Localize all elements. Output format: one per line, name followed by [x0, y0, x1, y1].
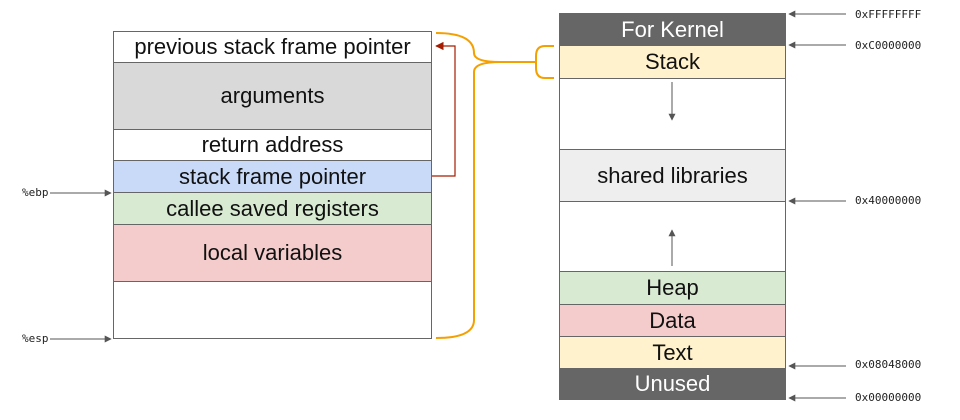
region-heap: Heap	[559, 271, 786, 305]
address-top: 0xFFFFFFFF	[855, 8, 922, 21]
frame-row-stack-frame-pointer: stack frame pointer	[113, 160, 432, 193]
esp-register-label: %esp	[22, 332, 49, 345]
ebp-register-label: %ebp	[22, 186, 49, 199]
frame-row-return-address: return address	[113, 129, 432, 161]
frame-row-prev-frame-pointer: previous stack frame pointer	[113, 31, 432, 63]
frame-pointer-link-arrow	[432, 41, 456, 177]
frame-row-local-variables: local variables	[113, 224, 432, 282]
region-for-kernel: For Kernel	[559, 13, 786, 46]
region-stack: Stack	[559, 45, 786, 79]
frame-row-empty	[113, 281, 432, 339]
region-text: Text	[559, 336, 786, 369]
frame-row-callee-saved-registers: callee saved registers	[113, 192, 432, 225]
address-stack: 0xC0000000	[855, 39, 922, 52]
stack-region-bracket	[535, 45, 554, 79]
region-unused: Unused	[559, 368, 786, 400]
stack-frame-brace	[435, 32, 501, 339]
address-shared-libraries: 0x40000000	[855, 194, 922, 207]
address-bottom: 0x00000000	[855, 391, 922, 404]
address-text: 0x08048000	[855, 358, 922, 371]
